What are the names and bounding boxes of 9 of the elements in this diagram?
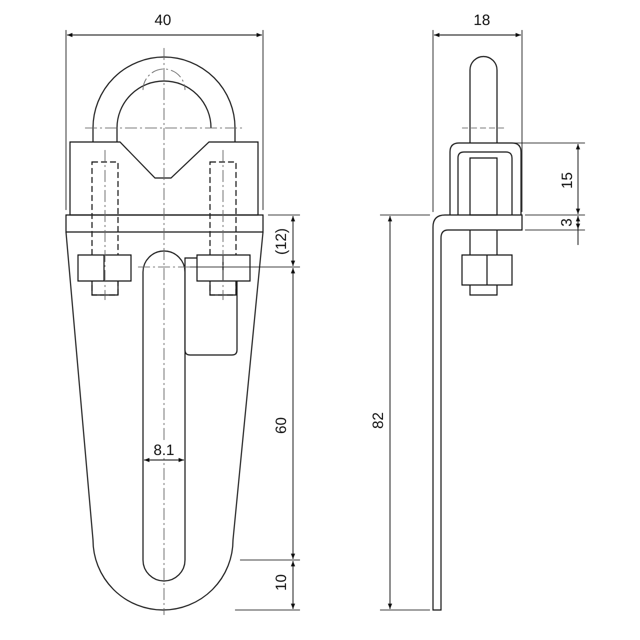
- dimension-label: 18: [472, 12, 492, 28]
- dimension-label: 15: [559, 170, 574, 190]
- dimension-label: 60: [273, 416, 288, 434]
- dimension-label: (12): [273, 226, 288, 256]
- dimension-label: 8.1: [152, 442, 176, 458]
- dimension-label: 10: [273, 572, 288, 592]
- dimension-label: 3: [560, 216, 575, 228]
- dimension-label: 82: [370, 410, 386, 430]
- dimension-label: 40: [154, 12, 172, 28]
